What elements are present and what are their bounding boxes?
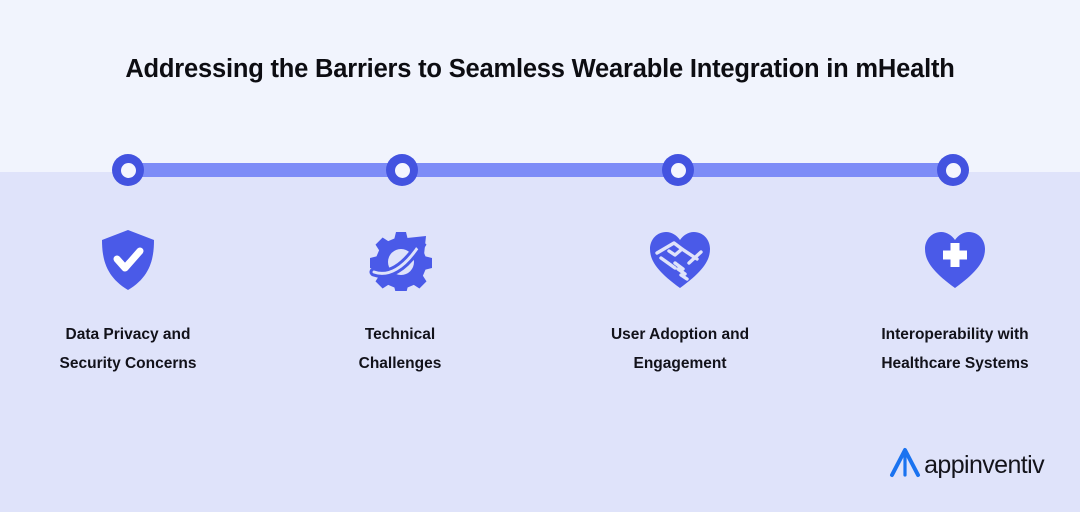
timeline-node-3[interactable] (662, 154, 694, 186)
step-item-4[interactable]: Interoperability with Healthcare Systems (840, 228, 1070, 378)
page-title: Addressing the Barriers to Seamless Wear… (125, 55, 955, 83)
step-item-2[interactable]: Technical Challenges (285, 228, 515, 378)
step-item-1[interactable]: Data Privacy and Security Concerns (13, 228, 243, 378)
step-label-1: Data Privacy and Security Concerns (59, 326, 197, 372)
step-item-3[interactable]: User Adoption and Engagement (565, 228, 795, 378)
timeline (0, 140, 1080, 202)
background-band-top (0, 0, 1080, 172)
shield-check-icon (13, 228, 243, 292)
appinventiv-a-mark-icon (888, 445, 922, 484)
timeline-node-2[interactable] (386, 154, 418, 186)
timeline-node-4[interactable] (937, 154, 969, 186)
appinventiv-logo[interactable]: appinventiv (888, 445, 1045, 484)
timeline-bar (128, 163, 953, 177)
step-label-3: User Adoption and Engagement (610, 326, 750, 372)
step-label-2: Technical Challenges (358, 326, 442, 372)
gear-arrow-icon (285, 228, 515, 292)
background-band-bottom (0, 172, 1080, 512)
heart-cross-icon (840, 228, 1070, 292)
step-label-4: Interoperability with Healthcare Systems (881, 326, 1029, 372)
appinventiv-logo-text: appinventiv (924, 450, 1044, 479)
timeline-node-1[interactable] (112, 154, 144, 186)
handshake-heart-icon (565, 228, 795, 292)
steps-row: Data Privacy and Security Concerns Techn… (0, 228, 1080, 398)
